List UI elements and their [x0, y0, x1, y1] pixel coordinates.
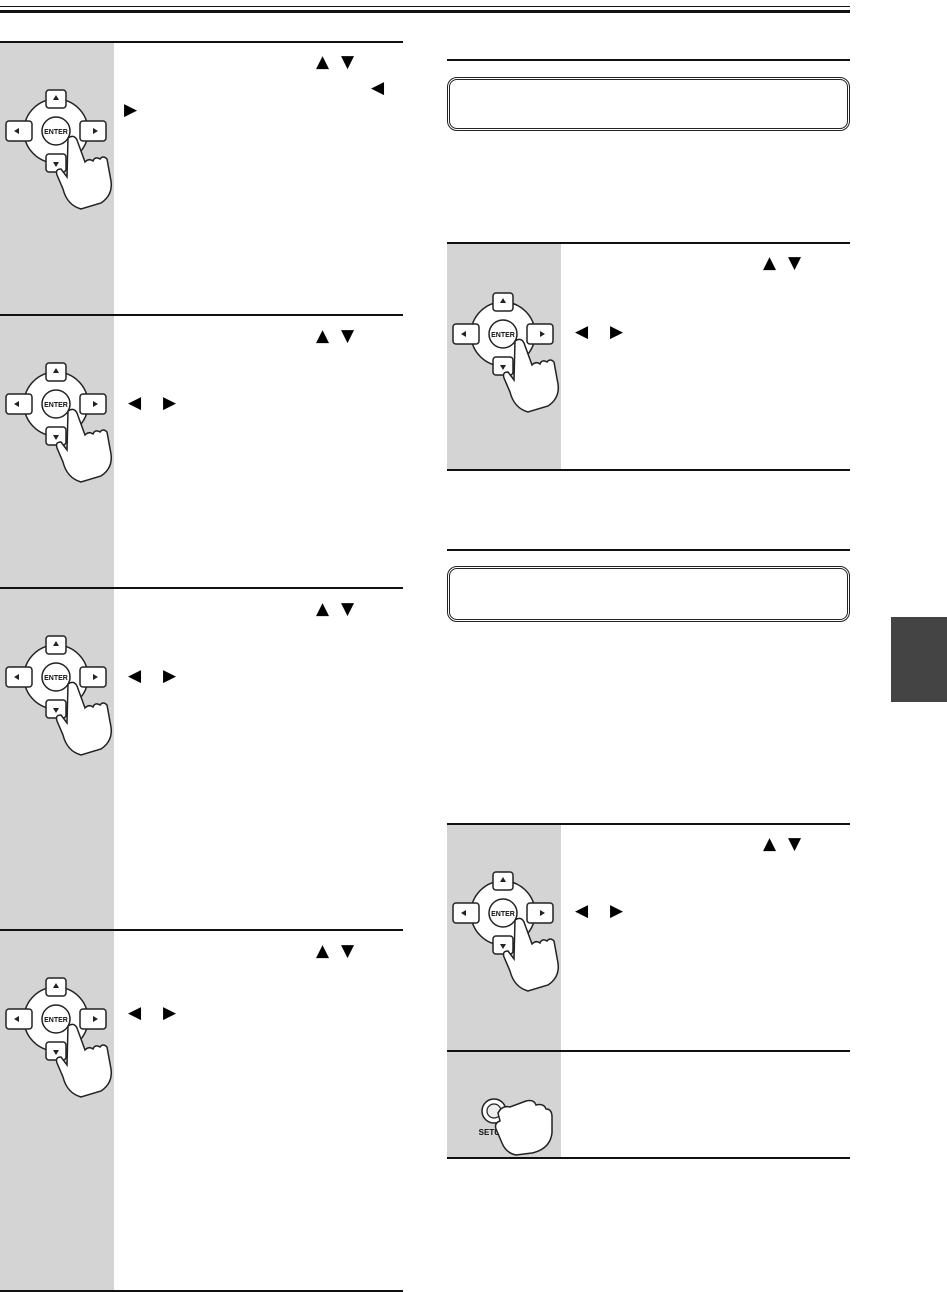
- step-separator: [0, 929, 403, 931]
- remote-cursor-pad-icon: ENTER: [452, 871, 560, 992]
- remote-cursor-pad-icon: ENTER: [5, 89, 113, 210]
- header-rule-thin: [0, 6, 850, 7]
- step-separator: [447, 1050, 850, 1052]
- header-rule-thick: [0, 10, 850, 13]
- step-separator: [447, 469, 850, 471]
- remote-cursor-pad-icon: ENTER: [452, 292, 560, 413]
- arrow-up-icon: ▲: [316, 599, 330, 619]
- arrow-up-icon: ▲: [316, 52, 330, 72]
- svg-text:ENTER: ENTER: [491, 911, 515, 918]
- arrow-down-icon: ▼: [341, 52, 355, 72]
- arrow-left-icon: ◀: [371, 78, 385, 98]
- arrow-right-icon: ▶: [163, 666, 177, 686]
- svg-text:ENTER: ENTER: [44, 675, 68, 682]
- step-separator: [0, 587, 403, 589]
- arrow-down-icon: ▼: [341, 326, 355, 346]
- arrow-left-icon: ◀: [575, 322, 589, 342]
- arrow-up-icon: ▲: [316, 941, 330, 961]
- section-rule: [447, 59, 850, 61]
- svg-text:ENTER: ENTER: [44, 402, 68, 409]
- section-side-tab: [891, 617, 947, 702]
- step-separator: [447, 1157, 850, 1159]
- arrow-up-icon: ▲: [763, 834, 777, 854]
- step-separator: [0, 41, 403, 43]
- arrow-left-icon: ◀: [128, 393, 142, 413]
- section-heading-box: [447, 566, 850, 622]
- arrow-left-icon: ◀: [128, 1003, 142, 1023]
- arrow-right-icon: ▶: [163, 1003, 177, 1023]
- arrow-right-icon: ▶: [610, 322, 624, 342]
- arrow-right-icon: ▶: [124, 100, 138, 120]
- arrow-down-icon: ▼: [341, 941, 355, 961]
- arrow-right-icon: ▶: [163, 393, 177, 413]
- remote-cursor-pad-icon: ENTER: [5, 977, 113, 1098]
- arrow-down-icon: ▼: [788, 253, 802, 273]
- section-heading-box: [447, 77, 850, 131]
- arrow-down-icon: ▼: [341, 599, 355, 619]
- setup-button-icon: SETUP: [479, 1098, 553, 1156]
- step-separator: [447, 823, 850, 825]
- svg-text:ENTER: ENTER: [44, 129, 68, 136]
- arrow-up-icon: ▲: [763, 253, 777, 273]
- arrow-right-icon: ▶: [610, 901, 624, 921]
- arrow-up-icon: ▲: [316, 326, 330, 346]
- remote-cursor-pad-icon: ENTER: [5, 635, 113, 756]
- svg-text:ENTER: ENTER: [491, 332, 515, 339]
- arrow-down-icon: ▼: [788, 834, 802, 854]
- step-separator: [447, 242, 850, 244]
- section-rule: [447, 549, 850, 551]
- step-separator: [0, 1290, 403, 1292]
- remote-cursor-pad-icon: ENTER: [5, 362, 113, 483]
- arrow-left-icon: ◀: [575, 901, 589, 921]
- setup-label: SETUP: [479, 1128, 506, 1137]
- step-separator: [0, 314, 403, 316]
- svg-text:ENTER: ENTER: [44, 1017, 68, 1024]
- arrow-left-icon: ◀: [128, 666, 142, 686]
